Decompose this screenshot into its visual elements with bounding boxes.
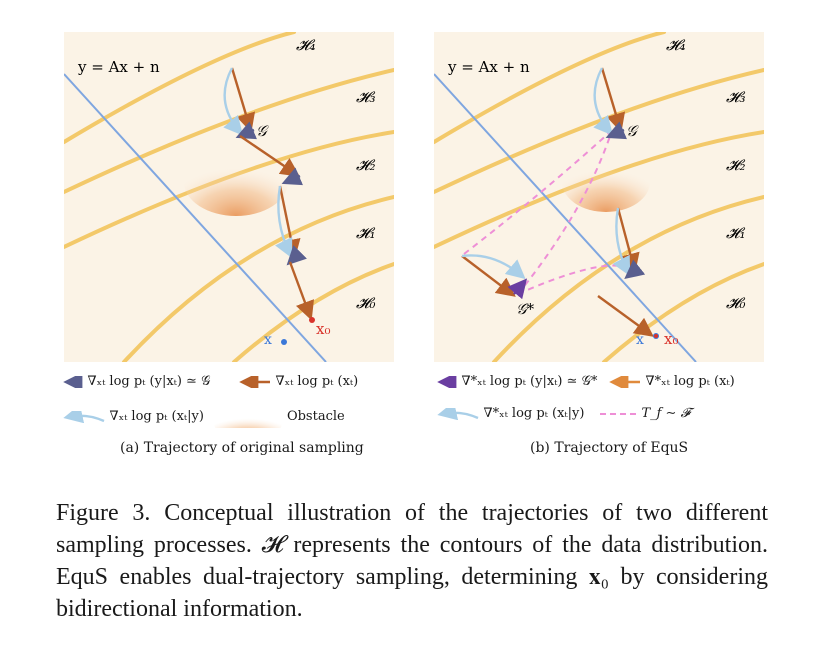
contour-h4 (64, 32, 296, 144)
legend-a-row1: ∇ₓₜ log pₜ (y|xₜ) ≃ 𝒢 (62, 372, 211, 392)
legend-b-item4: T_f ∼ 𝓕 (641, 406, 691, 421)
g-label: 𝒢 (256, 122, 269, 140)
subcaption-a: (a) Trajectory of original sampling (120, 440, 364, 456)
legend-b-row2: ∇*ₓₜ log pₜ (xₜ|y) T_f ∼ 𝓕 (436, 401, 691, 422)
contour-label-h2: 𝓗₂ (356, 156, 376, 174)
legend-b-item3: ∇*ₓₜ log pₜ (xₜ|y) (483, 406, 585, 421)
brown-arrow-icon (239, 372, 270, 392)
panel-equs-sampling: y = Ax + n 𝓗₄ 𝓗₃ 𝓗₂ 𝓗₁ 𝓗₀ 𝒢 𝒢* x x₀ (434, 32, 764, 362)
navy-arrow-icon (63, 372, 83, 392)
equation-label: y = Ax + n (77, 58, 160, 76)
legend-b-row1: ∇*ₓₜ log pₜ (y|xₜ) ≃ 𝒢* (436, 372, 598, 392)
light-arrow-icon (63, 404, 105, 424)
subcaption-b: (b) Trajectory of EquS (530, 440, 689, 456)
contour-h4 (434, 32, 666, 144)
obstacle-shape (562, 152, 650, 212)
legend-b-row1b: ∇*ₓₜ log pₜ (xₜ) (608, 372, 735, 392)
legend-a-item3: ∇ₓₜ log pₜ (xₜ|y) (109, 409, 204, 425)
measurement-line (64, 73, 327, 362)
contour-label-h1: 𝓗₁ (356, 224, 376, 242)
g-label: 𝒢 (626, 122, 639, 140)
orange-arrow-icon (609, 372, 640, 392)
contour-label-h3: 𝓗₃ (726, 88, 746, 106)
legend-a-row1b: ∇ₓₜ log pₜ (xₜ) (238, 372, 359, 392)
x-point (281, 339, 287, 345)
contour-label-h4: 𝓗₄ (296, 36, 316, 54)
contour-h1 (122, 195, 394, 362)
equation-label: y = Ax + n (447, 58, 530, 76)
legend-b-item1: ∇*ₓₜ log pₜ (y|xₜ) ≃ 𝒢* (461, 374, 598, 389)
obstacle-shape (184, 148, 288, 216)
x0-point (654, 334, 658, 338)
contour-label-h0: 𝓗₀ (356, 294, 376, 312)
panel-original-sampling: y = Ax + n 𝓗₄ 𝓗₃ 𝓗₂ 𝓗₁ 𝓗₀ 𝒢 x x₀ (64, 32, 394, 362)
g-star-label: 𝒢* (516, 300, 535, 318)
x-label: x (636, 332, 644, 348)
light-arrow-icon (437, 401, 479, 421)
legend-a-item1: ∇ₓₜ log pₜ (y|xₜ) ≃ 𝒢 (87, 374, 211, 389)
x0-label: x₀ (664, 330, 678, 348)
figure-caption: Figure 3. Conceptual illustration of the… (56, 500, 768, 622)
contour-label-h4: 𝓗₄ (666, 36, 686, 54)
purple-arrow-icon (437, 372, 457, 392)
legend-b-item2: ∇*ₓₜ log pₜ (xₜ) (645, 374, 735, 389)
contour-label-h3: 𝓗₃ (356, 88, 376, 106)
x0-point (309, 317, 315, 323)
legend-a-item2: ∇ₓₜ log pₜ (xₜ) (275, 374, 359, 389)
contour-label-h1: 𝓗₁ (726, 224, 746, 242)
obstacle-icon (214, 410, 283, 438)
trajectory (223, 67, 315, 321)
trajectory (461, 67, 654, 337)
legend-a-row2: ∇ₓₜ log pₜ (xₜ|y) Obstacle (62, 404, 345, 438)
x0-label: x₀ (316, 320, 330, 338)
dashed-line-icon (599, 412, 636, 415)
contour-h0 (602, 262, 764, 362)
x-label: x (264, 332, 272, 348)
contour-label-h0: 𝓗₀ (726, 294, 746, 312)
contour-label-h2: 𝓗₂ (726, 156, 746, 174)
measurement-line (434, 73, 697, 362)
legend-a-item4: Obstacle (286, 409, 345, 425)
